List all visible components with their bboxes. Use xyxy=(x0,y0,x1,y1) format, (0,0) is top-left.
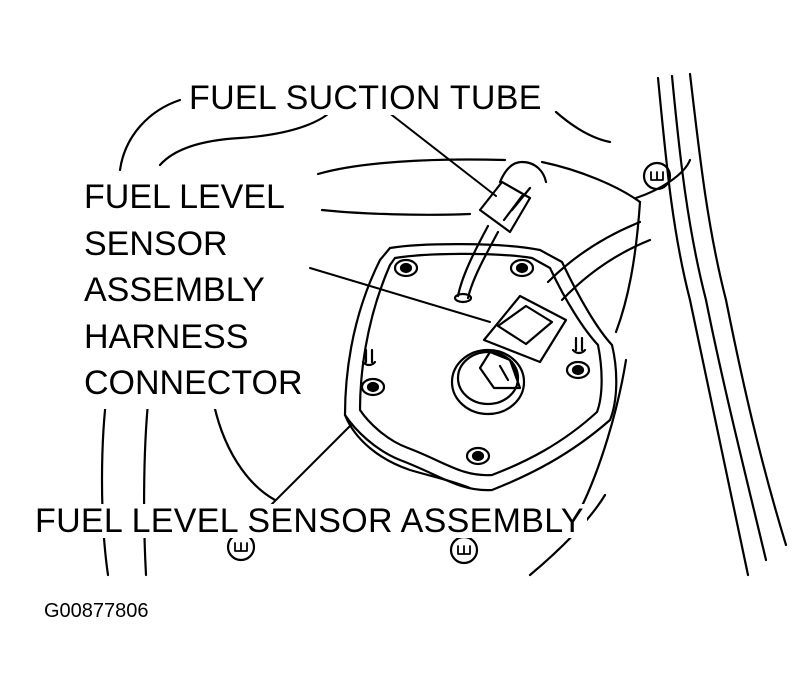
fuel-level-sensor-assembly-label: FUEL LEVEL SENSOR ASSEMBLY xyxy=(32,504,587,538)
fuel-suction-tube-drawing xyxy=(453,160,548,304)
harness-wires xyxy=(546,220,652,302)
harness-connector-drawing xyxy=(478,294,568,390)
harness-connector-label-line-5: CONNECTOR xyxy=(84,364,303,402)
harness-connector-label-line-1: FUEL LEVEL xyxy=(84,178,285,216)
body-panel-lines xyxy=(634,72,788,577)
fuel-suction-tube-label: FUEL SUCTION TUBE xyxy=(186,81,545,115)
harness-connector-label-line-2: SENSOR xyxy=(84,224,228,263)
harness-connector-label: FUEL LEVEL SENSOR ASSEMBLY HARNESS CONNE… xyxy=(80,172,307,409)
sensor-mounting-plate xyxy=(343,243,618,492)
figure-code: G00877806 xyxy=(44,600,149,622)
harness-connector-label-line-4: HARNESS xyxy=(84,317,249,356)
circled-symbol-markers xyxy=(226,161,672,565)
harness-connector-label-line-3: ASSEMBLY xyxy=(84,271,265,309)
leader-lines xyxy=(261,111,497,515)
mounting-bolts xyxy=(360,258,591,466)
sensor-well xyxy=(450,348,526,416)
